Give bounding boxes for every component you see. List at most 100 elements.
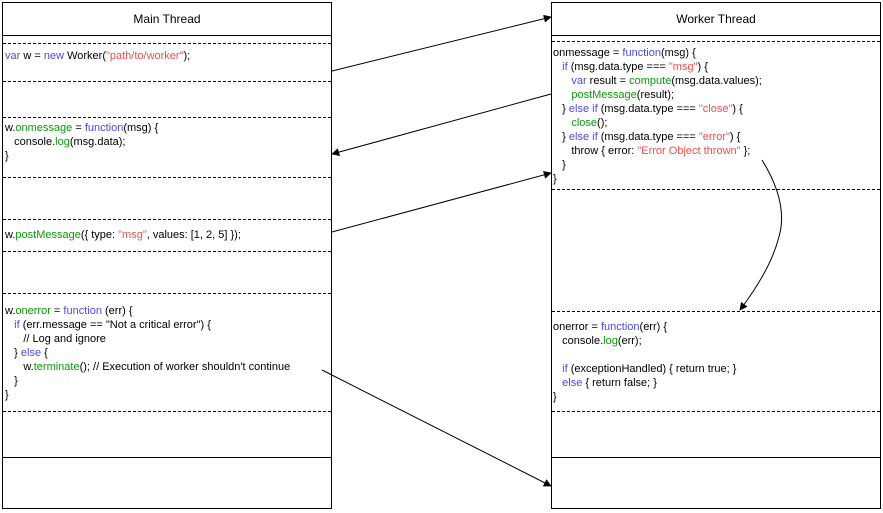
divider xyxy=(3,219,331,220)
divider xyxy=(3,43,331,44)
code-token: var xyxy=(5,50,21,62)
code-token: }; xyxy=(740,145,751,157)
code-token: } xyxy=(553,391,557,403)
code-line: } xyxy=(553,158,762,172)
code-token: Worker( xyxy=(64,50,106,62)
code-token: "msg" xyxy=(668,61,698,73)
terminate-arrow xyxy=(321,369,552,487)
code-token: w. xyxy=(5,305,16,317)
code-token: ) { xyxy=(729,131,741,143)
main-postmessage-arrow xyxy=(331,171,552,233)
code-token: (msg.data.type === xyxy=(567,61,669,73)
code-token: new xyxy=(43,50,65,62)
code-token: w. xyxy=(5,229,16,241)
create-worker-arrow xyxy=(331,14,552,72)
code-token: "close" xyxy=(698,103,733,115)
divider xyxy=(3,117,331,118)
code-line: var result = compute(msg.data.values); xyxy=(553,74,761,88)
code-line: } xyxy=(5,374,290,388)
code-line: var w = new Worker("path/to/worker"); xyxy=(5,49,190,63)
code-token: { return false; } xyxy=(582,377,657,389)
code-token: } xyxy=(553,103,569,115)
code-token: = xyxy=(72,122,85,134)
code-token: } xyxy=(5,150,9,162)
divider xyxy=(552,41,880,42)
code-token: w = xyxy=(20,50,44,62)
divider xyxy=(552,189,880,190)
code-line: } else if (msg.data.type === "close") { xyxy=(553,102,762,116)
code-token: result = xyxy=(586,75,630,87)
code-token: { xyxy=(41,347,48,359)
code-line: w.postMessage({ type: "msg", values: [1,… xyxy=(5,228,241,242)
code-line: close(); xyxy=(553,116,762,130)
divider xyxy=(3,177,331,178)
code-token: if xyxy=(562,61,568,73)
divider xyxy=(3,411,331,412)
code-token: onmessage xyxy=(15,122,73,134)
code-line: } xyxy=(553,390,736,404)
code-token: console. xyxy=(553,335,604,347)
code-token: } xyxy=(553,131,569,143)
code-token: var xyxy=(571,75,587,87)
main-create-worker-code: var w = new Worker("path/to/worker"); xyxy=(5,49,190,63)
code-token: else xyxy=(20,347,42,359)
code-token: (msg) { xyxy=(660,47,696,59)
code-line: if (err.message == "Not a critical error… xyxy=(5,318,290,332)
lane-footer xyxy=(3,457,331,508)
code-token: w. xyxy=(5,361,34,373)
code-line: } else { xyxy=(5,346,290,360)
code-token: (); xyxy=(597,117,608,129)
code-token: = xyxy=(50,305,64,317)
code-token: log xyxy=(55,136,70,148)
code-token: (msg) { xyxy=(123,122,159,134)
code-token: "path/to/worker" xyxy=(105,50,184,62)
code-line: postMessage(result); xyxy=(553,88,762,102)
worker-thread-lane: Worker Thread onmessage = function(msg) … xyxy=(551,2,881,509)
code-token: postMessage xyxy=(571,89,637,101)
throw-to-onerror-arrow xyxy=(739,159,783,311)
code-token: function xyxy=(84,122,124,134)
code-token: ) { xyxy=(732,103,743,115)
code-token: log xyxy=(603,335,618,347)
code-token: } xyxy=(5,347,21,359)
code-token: postMessage xyxy=(15,229,81,241)
main-onmessage-code: w.onmessage = function(msg) { console.lo… xyxy=(5,121,158,163)
code-token: compute xyxy=(629,75,672,87)
code-token: (msg.data); xyxy=(69,136,126,148)
code-line: if (msg.data.type === "msg") { xyxy=(553,60,762,74)
code-token: (err) { xyxy=(639,321,668,333)
code-line: } xyxy=(553,172,762,186)
code-token: close xyxy=(571,117,598,129)
code-token: onerror = xyxy=(553,321,601,333)
code-token: (result); xyxy=(636,89,675,101)
code-line: w.onmessage = function(msg) { xyxy=(5,121,158,135)
code-token: else if xyxy=(568,131,598,143)
divider xyxy=(3,81,331,82)
code-token: // Log and ignore xyxy=(5,333,106,345)
code-token: (exceptionHandled) { return true; } xyxy=(567,363,737,375)
code-token: function xyxy=(601,321,640,333)
code-token: w. xyxy=(5,122,16,134)
divider xyxy=(552,311,880,312)
main-thread-title: Main Thread xyxy=(3,3,331,36)
worker-onmessage-code: onmessage = function(msg) { if (msg.data… xyxy=(553,46,762,186)
code-token: ); xyxy=(183,50,191,62)
code-token: onerror xyxy=(15,305,51,317)
code-token: } xyxy=(5,375,18,387)
code-line: } xyxy=(5,149,158,163)
code-token: terminate xyxy=(33,361,80,373)
code-token: function xyxy=(63,305,102,317)
lane-footer xyxy=(552,457,880,508)
code-token: ({ type: xyxy=(80,229,119,241)
main-thread-lane: Main Thread var w = new Worker("path/to/… xyxy=(2,2,332,509)
code-token: (msg.data.type === xyxy=(597,131,699,143)
code-token: else if xyxy=(568,103,598,115)
code-token: (err); xyxy=(617,335,642,347)
code-token: console. xyxy=(5,136,56,148)
code-line: onmessage = function(msg) { xyxy=(553,46,762,60)
code-token: } xyxy=(5,389,9,401)
code-token: onmessage = xyxy=(553,47,623,59)
code-line: console.log(msg.data); xyxy=(5,135,158,149)
code-token: throw { error: xyxy=(553,145,638,157)
code-token: "error" xyxy=(698,131,730,143)
